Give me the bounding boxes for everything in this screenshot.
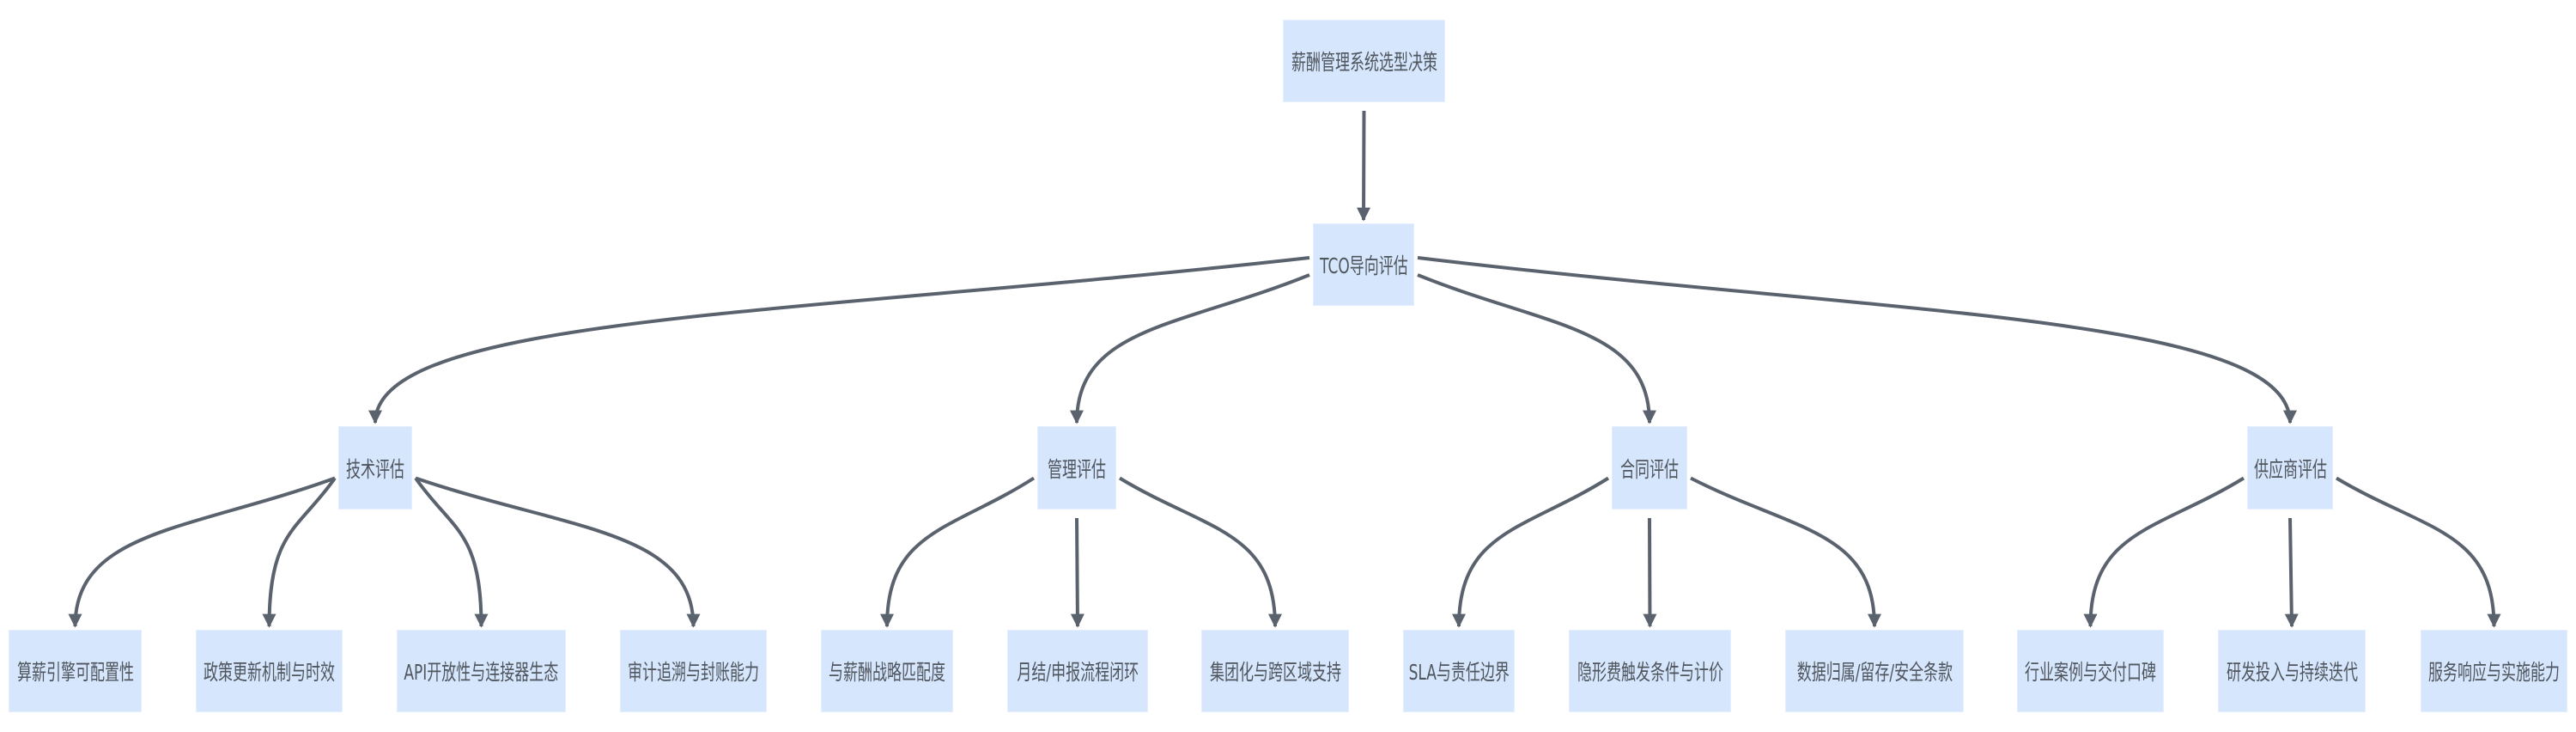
leaf-node: 行业案例与交付口碑 <box>2017 630 2164 712</box>
root-node: 薪酬管理系统选型决策 <box>1283 20 1445 102</box>
leaf-node: 月结/申报流程闭环 <box>1007 630 1148 712</box>
leaf-node: SLA与责任边界 <box>1403 630 1515 712</box>
leaf-label: 集团化与跨区域支持 <box>1209 660 1341 685</box>
leaf-node: 算薪引擎可配置性 <box>9 630 142 712</box>
leaf-label: 与薪酬战略匹配度 <box>829 660 946 685</box>
leaf-node: 服务响应与实施能力 <box>2421 630 2567 712</box>
leaf-node: 隐形费触发条件与计价 <box>1569 630 1731 712</box>
leaf-label: 政策更新机制与时效 <box>204 660 336 685</box>
leaf-label: 研发投入与持续迭代 <box>2226 660 2358 685</box>
leaf-label: 月结/申报流程闭环 <box>1017 660 1139 685</box>
leaf-node: 研发投入与持续迭代 <box>2218 630 2366 712</box>
category-node-technical: 技术评估 <box>338 426 412 509</box>
edge-category-to-leaf <box>2284 517 2299 628</box>
leaf-label: SLA与责任边界 <box>1408 660 1510 685</box>
leaf-label: 行业案例与交付口碑 <box>2025 660 2157 685</box>
tco-node: TCO导向评估 <box>1313 223 1414 306</box>
leaf-label: 算薪引擎可配置性 <box>16 660 134 685</box>
edge-category-to-leaf <box>1070 517 1084 628</box>
category-node-contract: 合同评估 <box>1612 426 1687 509</box>
leaf-node: 政策更新机制与时效 <box>196 630 343 712</box>
edge-category-to-leaf <box>1690 476 1881 628</box>
leaf-label: 审计追溯与封账能力 <box>628 660 760 685</box>
edge-category-to-leaf <box>68 476 336 628</box>
category-label: 管理评估 <box>1048 456 1107 482</box>
leaf-node: 数据归属/留存/安全条款 <box>1785 630 1964 712</box>
edge-category-to-leaf <box>880 476 1036 628</box>
edge-tco-to-category <box>1070 273 1310 424</box>
leaf-node: 集团化与跨区域支持 <box>1201 630 1349 712</box>
edge-category-to-leaf <box>2083 476 2245 628</box>
category-label: 技术评估 <box>346 456 405 482</box>
edge-tco-to-category <box>1417 256 2297 424</box>
edge-category-to-leaf <box>415 476 701 628</box>
leaf-label: 数据归属/留存/安全条款 <box>1796 660 1953 685</box>
edge-tco-to-category <box>368 256 1310 424</box>
leaf-node: 审计追溯与封账能力 <box>620 630 767 712</box>
leaf-node: 与薪酬战略匹配度 <box>821 630 953 712</box>
tco-node-label: TCO导向评估 <box>1319 253 1408 278</box>
category-node-vendor: 供应商评估 <box>2247 426 2333 509</box>
edge-category-to-leaf <box>1118 476 1282 628</box>
edge-tco-to-category <box>1417 273 1656 424</box>
category-label: 合同评估 <box>1620 456 1680 482</box>
leaf-label: 隐形费触发条件与计价 <box>1577 660 1723 685</box>
edge-category-to-leaf <box>1643 517 1657 628</box>
leaf-node: API开放性与连接器生态 <box>397 630 566 712</box>
leaf-label: 服务响应与实施能力 <box>2428 660 2561 685</box>
root-node-label: 薪酬管理系统选型决策 <box>1291 50 1437 75</box>
edge-category-to-leaf <box>414 477 489 628</box>
edge-category-to-leaf <box>1452 476 1610 628</box>
leaf-label: API开放性与连接器生态 <box>404 660 559 685</box>
edge-category-to-leaf <box>262 477 337 628</box>
category-node-management: 管理评估 <box>1037 426 1116 509</box>
edge-category-to-leaf <box>2335 476 2501 628</box>
category-label: 供应商评估 <box>2253 456 2327 482</box>
